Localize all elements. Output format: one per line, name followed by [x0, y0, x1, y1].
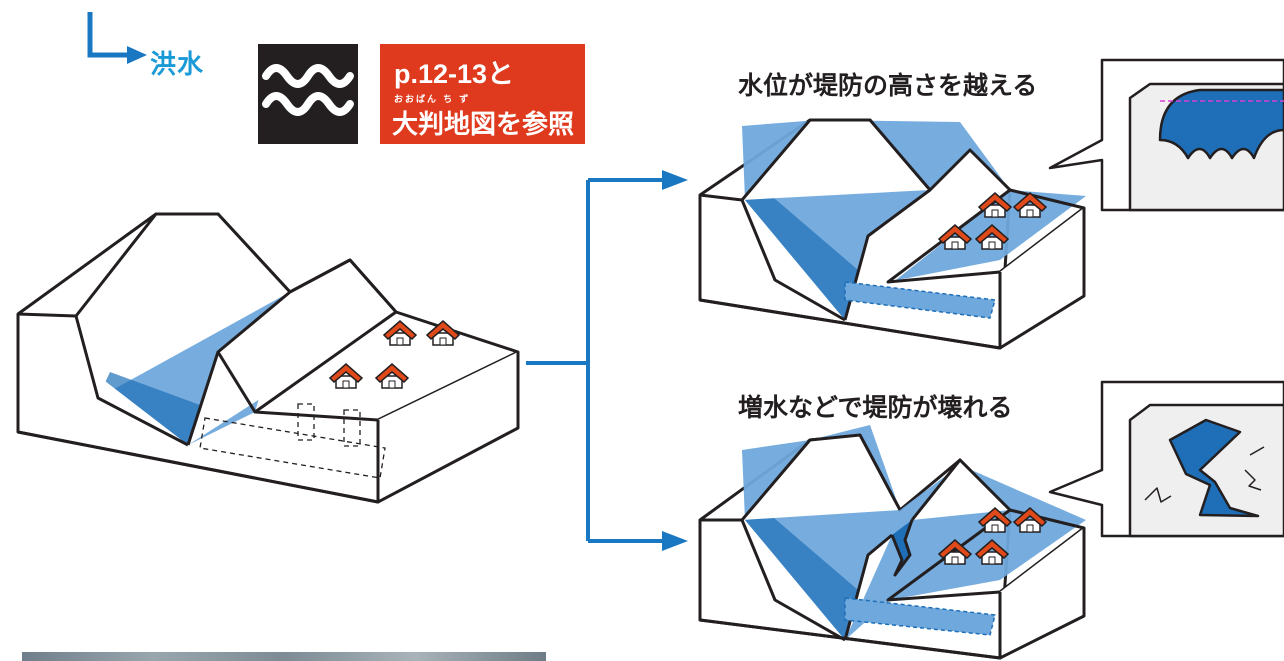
- photo-strip: [22, 652, 546, 661]
- overflow-diagram: [698, 118, 1086, 350]
- levee-break-diagram: [698, 425, 1086, 660]
- wave-icon: [258, 44, 358, 144]
- caption-levee-break: 増水などで堤防が壊れる: [738, 393, 1013, 422]
- right-arrow-icon: [662, 531, 688, 551]
- reference-page: p.12-13と: [394, 59, 515, 89]
- reference-text: 大判地図を参照: [392, 110, 575, 140]
- right-arrow-icon: [662, 170, 688, 190]
- reference-ruby: おおばん ち ず: [394, 95, 471, 105]
- underground-pipe: [199, 403, 386, 479]
- overflow-callout: [1048, 58, 1284, 212]
- branch-arrow: [526, 178, 670, 543]
- caption-overflow: 水位が堤防の高さを越える: [738, 71, 1038, 100]
- base-levee-diagram: [16, 212, 520, 504]
- reference-box: p.12-13と おおばん ち ず 大判地図を参照: [380, 44, 585, 144]
- break-callout: [1048, 380, 1284, 538]
- flow-arrow-icon: [87, 12, 147, 64]
- flood-label: 洪水: [150, 50, 205, 80]
